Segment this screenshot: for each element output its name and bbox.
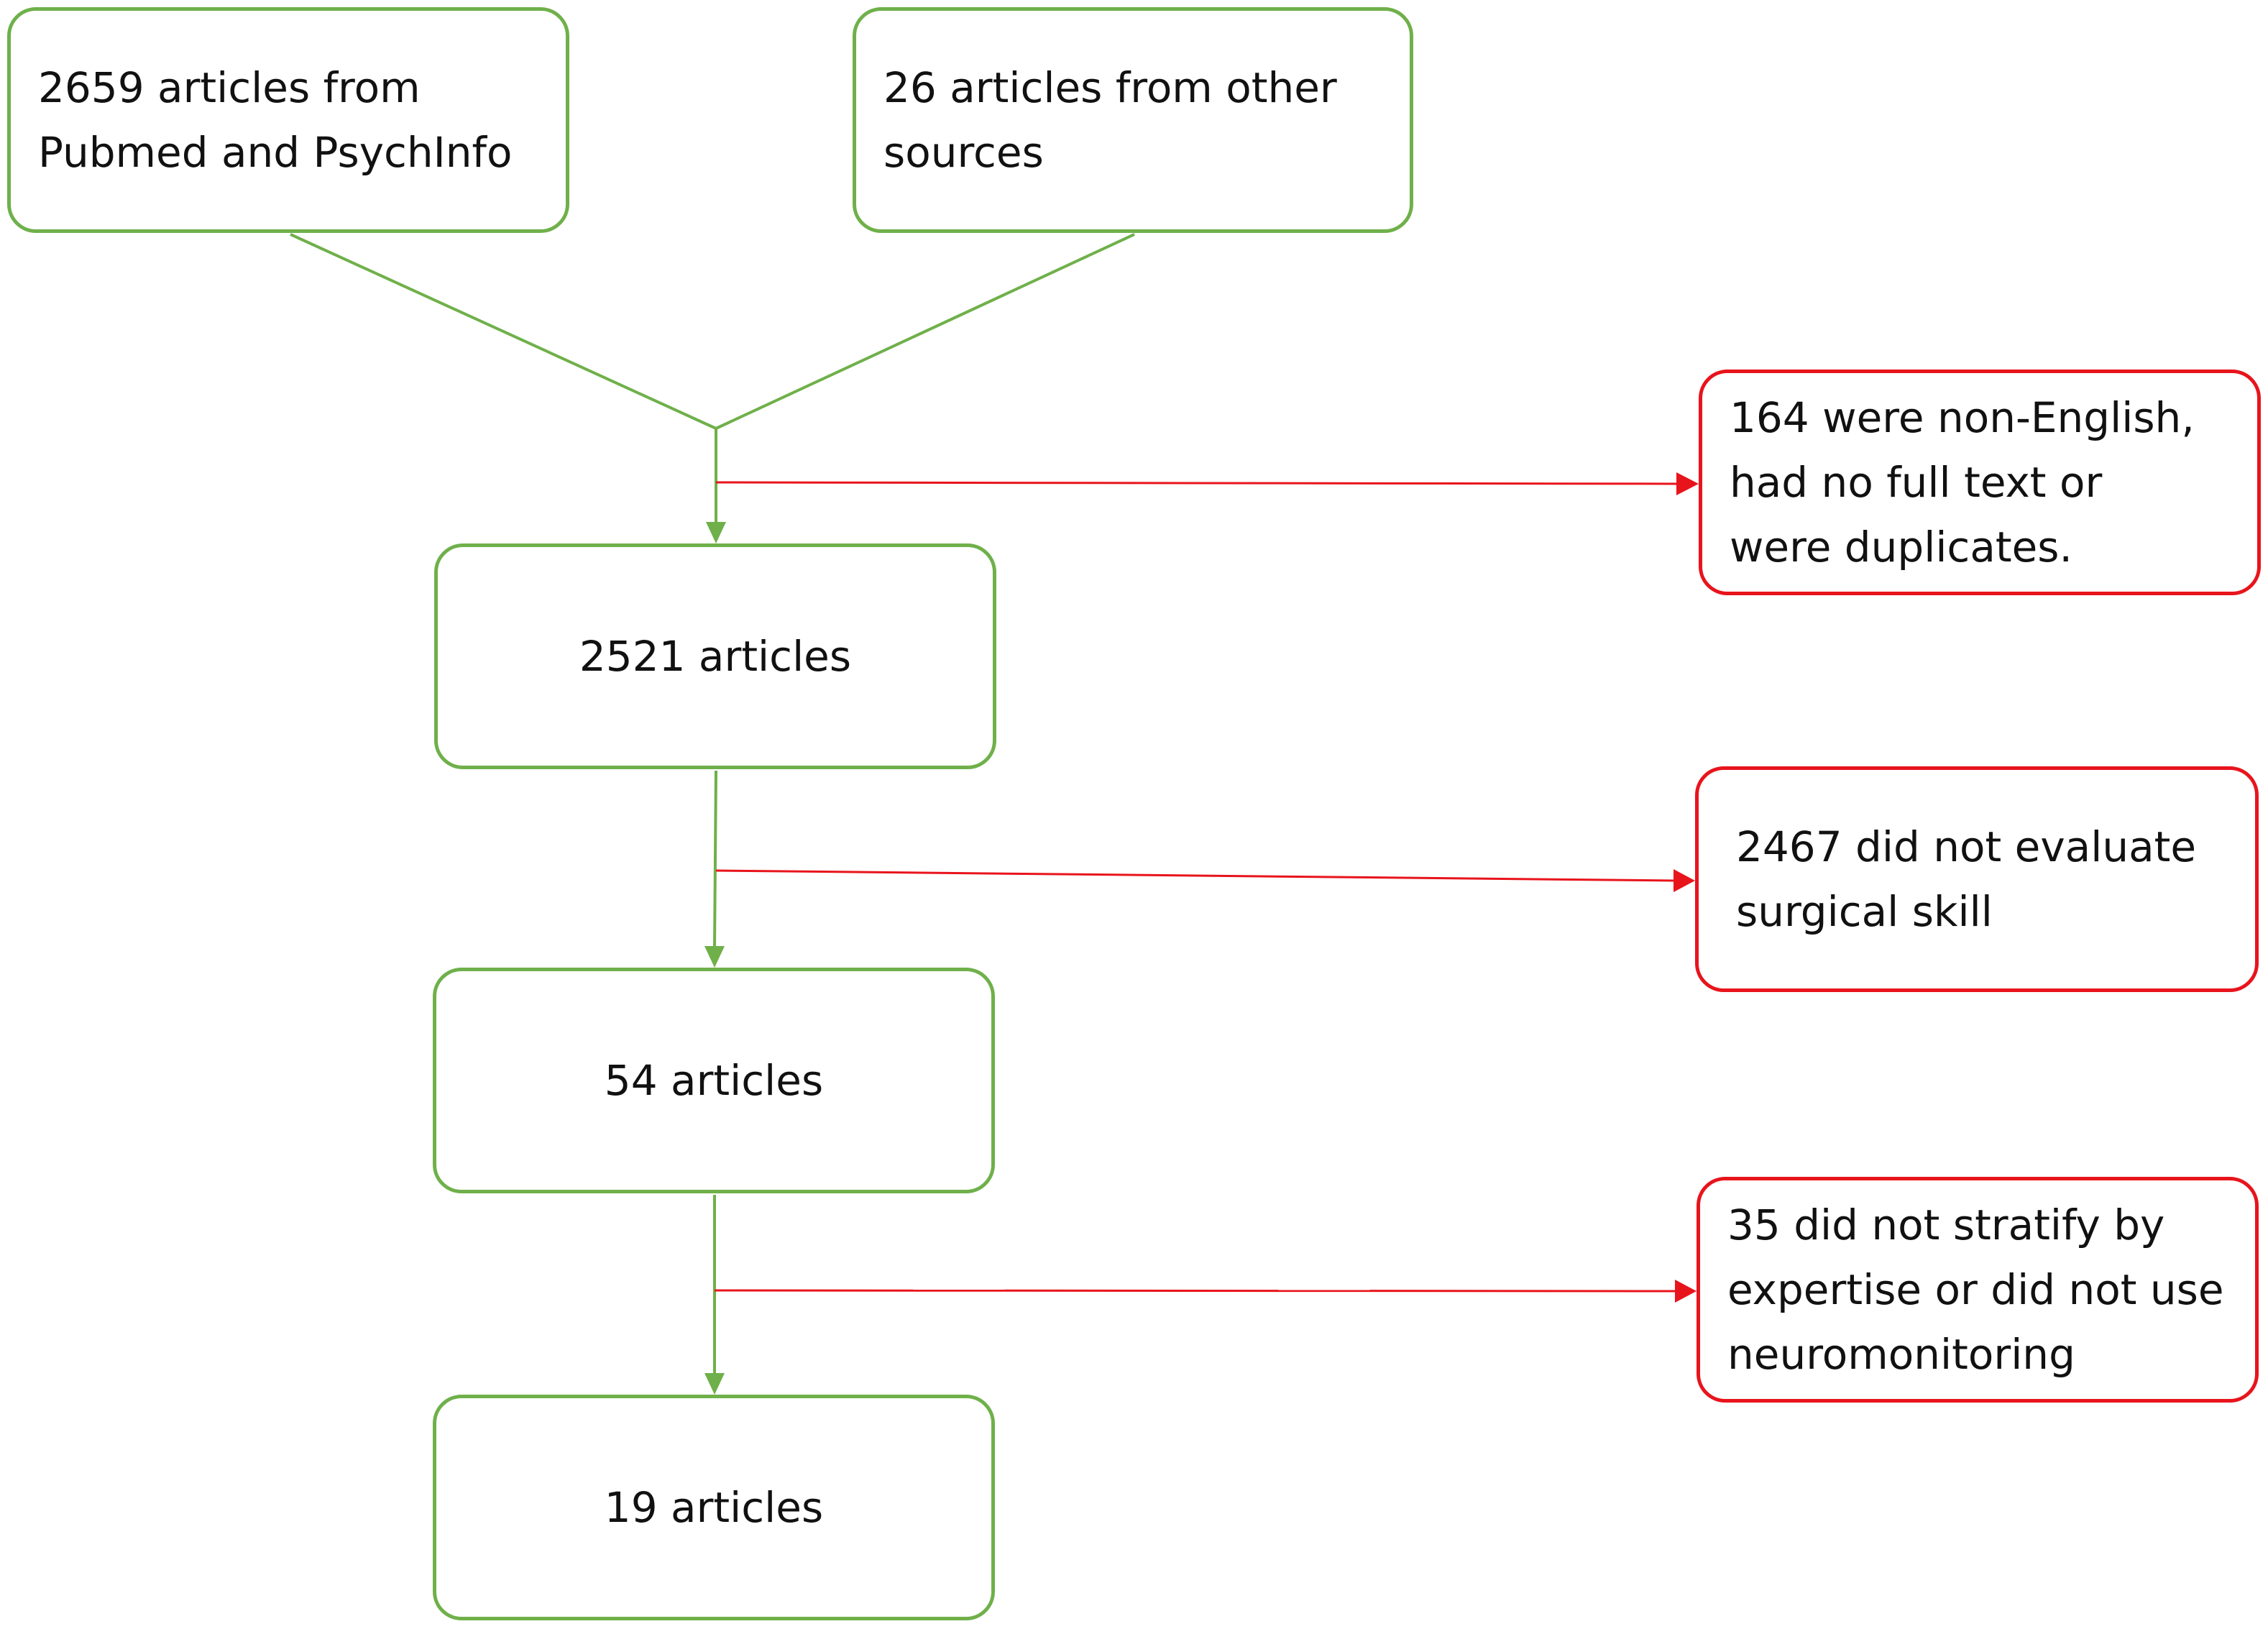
- merge-line-right: [715, 233, 1135, 430]
- exclusion-box-surgical-skill-text: 2467 did not evaluate surgical skill: [1736, 822, 2197, 936]
- stage-box-screened-text: 2521 articles: [579, 632, 852, 681]
- exclusion-box-expertise-neuromonitoring: 35 did not stratify by expertise or did …: [1697, 1177, 2259, 1403]
- source-box-databases-text: 2659 articles from Pubmed and PsychInfo: [38, 63, 513, 177]
- exclusion-box-language-duplicates-text: 164 were non-English, had no full text o…: [1730, 393, 2195, 572]
- exclusion-box-expertise-neuromonitoring-text: 35 did not stratify by expertise or did …: [1727, 1201, 2224, 1379]
- stage-box-screened: 2521 articles: [434, 543, 996, 769]
- flow-arrowhead-1: [706, 522, 726, 543]
- flow-arrowhead-3: [704, 1373, 725, 1395]
- stage-box-included-text: 19 articles: [604, 1483, 824, 1532]
- exclusion-arrowhead-3: [1675, 1280, 1697, 1303]
- exclusion-box-surgical-skill: 2467 did not evaluate surgical skill: [1695, 766, 2259, 992]
- source-box-other: 26 articles from other sources: [853, 7, 1413, 233]
- stage-box-eligible-text: 54 articles: [604, 1056, 824, 1105]
- flow-line-2: [713, 770, 717, 948]
- exclusion-line-3: [714, 1289, 1677, 1293]
- exclusion-arrowhead-2: [1674, 869, 1695, 892]
- exclusion-line-2: [715, 869, 1676, 882]
- exclusion-line-1: [715, 481, 1679, 485]
- exclusion-box-language-duplicates: 164 were non-English, had no full text o…: [1699, 370, 2261, 595]
- source-box-other-text: 26 articles from other sources: [883, 63, 1337, 177]
- exclusion-arrowhead-1: [1676, 472, 1699, 495]
- stage-box-included: 19 articles: [433, 1395, 995, 1620]
- merge-line-left: [290, 233, 717, 430]
- source-box-databases: 2659 articles from Pubmed and PsychInfo: [7, 7, 569, 233]
- stage-box-eligible: 54 articles: [433, 968, 995, 1193]
- flow-arrowhead-2: [704, 946, 725, 968]
